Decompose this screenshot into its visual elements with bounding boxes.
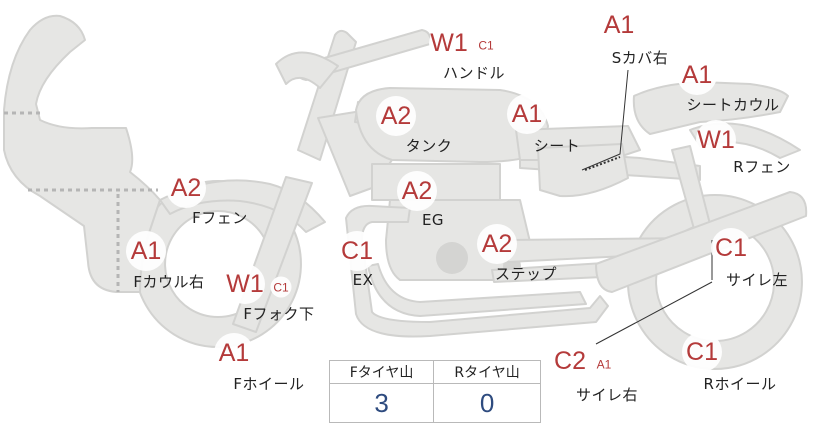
grade-mark-f-cowl-r-1: A1 bbox=[126, 231, 166, 271]
part-label-s-cover-r: Sカバ右 bbox=[611, 49, 669, 67]
grade-mark-r-wheel-1: C1 bbox=[682, 332, 722, 372]
grade-mark-muffler-r-2: A1 bbox=[593, 353, 615, 375]
part-label-muffler-l: サイレ左 bbox=[725, 271, 789, 289]
muffler bbox=[595, 191, 808, 293]
front-tread-header: Fタイヤ山 bbox=[328, 360, 435, 384]
tire-tread-table: Fタイヤ山 Rタイヤ山 3 0 bbox=[328, 360, 541, 423]
grade-mark-s-cover-r-1: A1 bbox=[599, 5, 639, 45]
part-label-f-wheel: Fホイール bbox=[233, 375, 305, 393]
grade-mark-f-fender-1: A2 bbox=[166, 168, 206, 208]
grade-mark-f-fork-low-2: C1 bbox=[270, 276, 292, 298]
part-label-seat-cowl: シートカウル bbox=[686, 96, 780, 114]
grade-mark-muffler-r-1: C2 bbox=[550, 341, 590, 381]
engine-cover bbox=[436, 242, 468, 274]
rear-tread-value: 0 bbox=[433, 383, 541, 423]
part-label-exhaust: EX bbox=[352, 271, 374, 289]
part-label-f-fork-low: Fフォク下 bbox=[243, 305, 315, 323]
grade-mark-muffler-l-1: C1 bbox=[711, 228, 751, 268]
part-label-r-wheel: Rホイール bbox=[703, 375, 777, 393]
part-label-f-fender: Fフェン bbox=[192, 209, 248, 227]
part-label-muffler-r: サイレ右 bbox=[575, 386, 639, 404]
exhaust-pipe bbox=[345, 204, 609, 338]
front-cowl bbox=[3, 14, 161, 293]
headlight-stay bbox=[275, 51, 339, 89]
part-label-step: ステップ bbox=[494, 265, 558, 283]
front-tread-value: 3 bbox=[328, 383, 435, 423]
part-label-engine: EG bbox=[421, 211, 445, 229]
part-label-handle: ハンドル bbox=[442, 64, 506, 82]
rear-tread-header: Rタイヤ山 bbox=[433, 360, 541, 384]
exhaust-inner bbox=[367, 263, 587, 317]
grade-mark-tank-1: A2 bbox=[376, 96, 416, 136]
leader-muffler-r bbox=[595, 281, 713, 345]
part-label-seat: シート bbox=[533, 137, 581, 155]
grade-mark-r-fender-1: W1 bbox=[696, 120, 736, 160]
grade-mark-seat-1: A1 bbox=[507, 94, 547, 134]
grade-mark-f-wheel-1: A1 bbox=[214, 333, 254, 373]
part-label-tank: タンク bbox=[405, 137, 453, 155]
grade-mark-engine-1: A2 bbox=[397, 171, 437, 211]
grade-mark-seat-cowl-1: A1 bbox=[677, 55, 717, 95]
grade-mark-handle-1: W1 bbox=[429, 23, 469, 63]
grade-mark-exhaust-1: C1 bbox=[337, 231, 377, 271]
part-label-f-cowl-r: Fカウル右 bbox=[133, 273, 205, 291]
leader-s-cover bbox=[581, 69, 629, 171]
part-label-r-fender: Rフェン bbox=[733, 158, 791, 176]
grade-mark-step-1: A2 bbox=[477, 224, 517, 264]
grade-mark-f-fork-low-1: W1 bbox=[225, 264, 265, 304]
grade-mark-handle-2: C1 bbox=[475, 34, 497, 56]
